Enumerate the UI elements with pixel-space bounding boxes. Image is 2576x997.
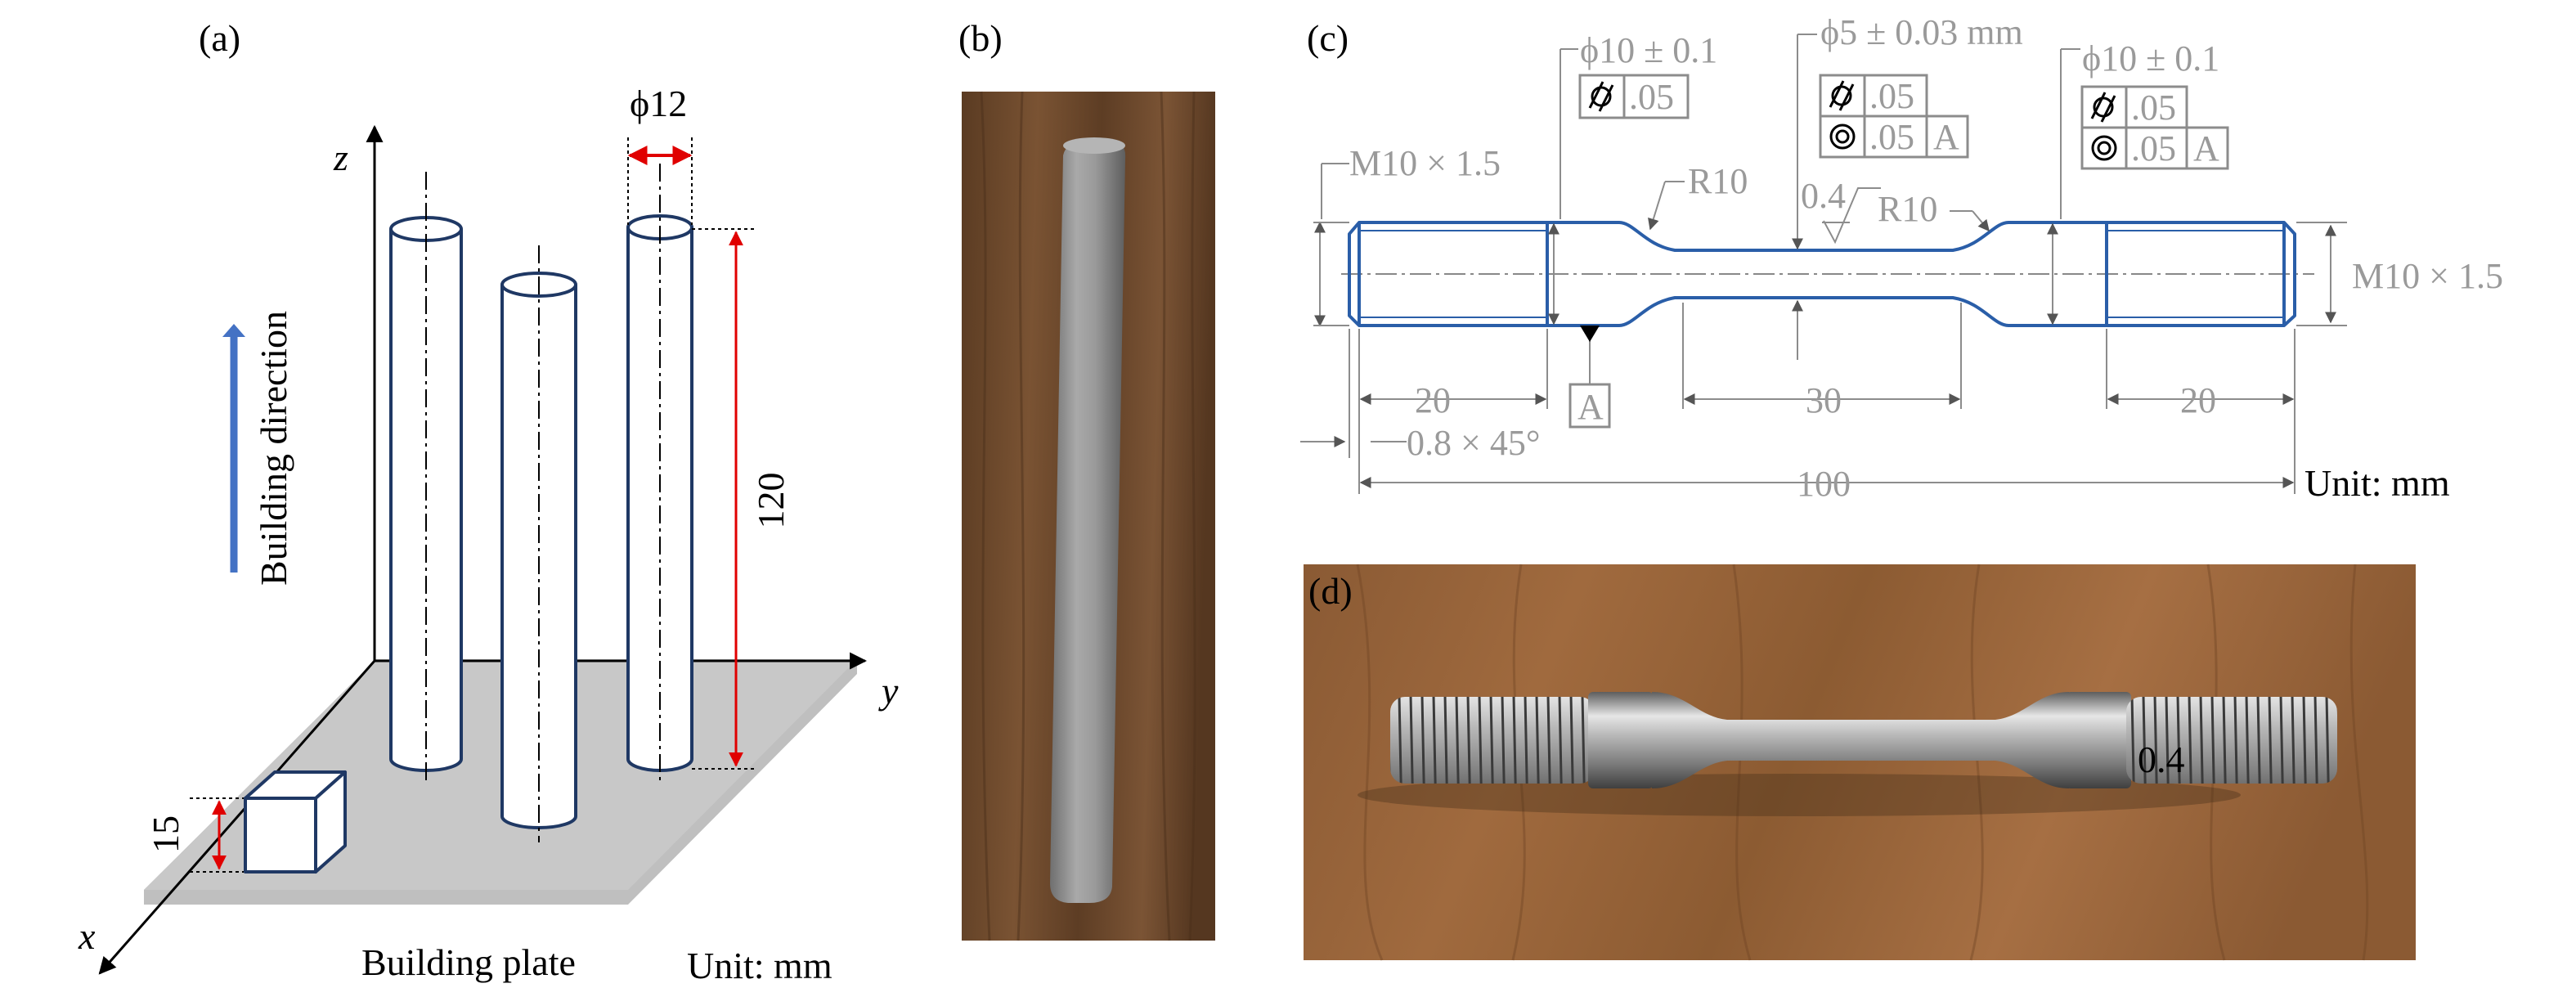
panel-a-unit: Unit: mm [687,945,832,986]
chamfer-label: 0.8 × 45° [1407,423,1540,463]
datum-label: A [1577,387,1604,427]
y-axis-label: y [878,670,899,712]
building-direction-label: Building direction [253,311,294,586]
height-label: 120 [750,473,792,529]
datum-triangle [1580,326,1600,342]
tol-right-conc-value: .05 [2131,128,2176,168]
radius-right-label: R10 [1878,189,1937,229]
thread-right-label: M10 × 1.5 [2352,256,2503,296]
x-axis [98,660,376,975]
thread-minor-lines [1359,230,2284,318]
building-direction-arrowhead [222,324,245,337]
panel-a-label: (a) [199,17,240,59]
dia-mid-label: ϕ5 ± 0.03 mm [1820,12,2023,52]
len-right-label: 20 [2180,380,2216,420]
tol-frame-mid: .05 .05 A [1819,74,1969,159]
concentricity-icon [1829,124,1856,150]
specimen-photo [1358,692,2337,816]
dia-right-label: ϕ10 ± 0.1 [2082,38,2219,79]
panel-c-label: (c) [1307,17,1349,59]
panel-c-unit: Unit: mm [2304,462,2450,504]
panel-d: (d) 0.4 [1304,564,2416,961]
tol-frame-right: .05 .05 A [2080,85,2229,170]
wood-grain-d [1356,564,2369,961]
cube [244,770,347,873]
metal-rod-photo [1050,137,1126,903]
panel-b-label: (b) [958,17,1003,59]
concentricity-icon [2091,135,2117,161]
x-axis-label: x [78,915,96,957]
cylindricity-icon [1829,80,1855,111]
diameter-label: ϕ12 [630,83,687,124]
cube-height-label: 15 [145,815,186,853]
wood-grain-b [980,91,1196,941]
specimen-marking: 0.4 [2138,739,2185,780]
tol-mid-conc-value: .05 [1869,117,1914,157]
panel-c: (c) [1300,12,2503,504]
tol-left-value: .05 [1629,77,1674,117]
datum-box: A [1568,383,1611,429]
tol-frame-left: .05 [1578,74,1690,119]
len-left-label: 20 [1415,380,1451,420]
z-axis-label: z [333,137,348,178]
len-mid-label: 30 [1806,380,1842,420]
specimen-section-lines [1358,222,2286,326]
cylindricity-icon [2090,92,2116,123]
roughness-label: 0.4 [1801,176,1846,216]
dimension-lines [1300,34,2347,494]
panel-a: (a) z y x ϕ1 [78,17,899,986]
tol-right-value: .05 [2131,88,2176,128]
dia-left-label: ϕ10 ± 0.1 [1580,30,1717,70]
building-plate-label: Building plate [361,941,576,983]
rod-centerlines [425,164,661,842]
panel-d-label: (d) [1308,570,1353,612]
tol-mid-datum: A [1933,117,1959,157]
tol-right-datum: A [2193,128,2219,168]
cylindricity-icon [1588,81,1614,112]
total-length-label: 100 [1797,464,1851,504]
radius-left-label: R10 [1688,161,1748,201]
panel-b: (b) [958,17,1215,941]
tol-mid-value: .05 [1869,76,1914,116]
thread-left-label: M10 × 1.5 [1349,143,1501,183]
